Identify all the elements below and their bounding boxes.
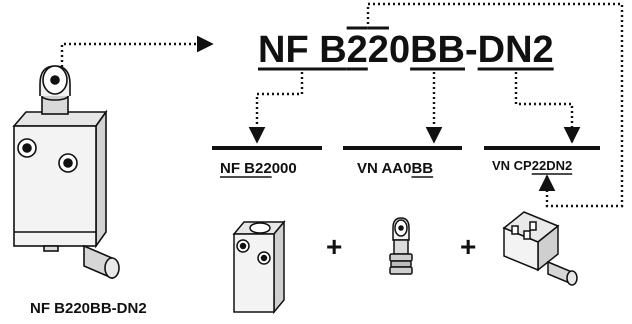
main-code-segment: - bbox=[465, 29, 478, 71]
assembled-switch-illustration bbox=[12, 65, 120, 280]
component-code-segment: 000 bbox=[272, 160, 297, 177]
main-code-segment: 0 bbox=[389, 29, 410, 71]
component-code-segment: NF B22 bbox=[220, 160, 272, 177]
component-code-segment: BB bbox=[411, 160, 433, 177]
main-code-segment: 2 bbox=[368, 29, 389, 71]
main-code-markings bbox=[258, 26, 554, 71]
component-code-connector: VN CP22DN2 bbox=[492, 158, 572, 173]
overline-to-connector-arrow bbox=[366, 2, 624, 208]
plus-sign-2: + bbox=[460, 231, 476, 262]
main-code-segment: BB bbox=[410, 29, 465, 71]
switch-body-illustration bbox=[232, 219, 286, 315]
connector-illustration bbox=[502, 211, 578, 286]
component-code-body: NF B22000 bbox=[220, 160, 297, 177]
main-code-segment: DN2 bbox=[478, 29, 554, 71]
plus-sign-1: + bbox=[326, 231, 342, 262]
code-to-connector-arrow bbox=[514, 72, 581, 144]
product-caption: NF B220BB-DN2 bbox=[30, 300, 147, 317]
component-code-head: VN AA0BB bbox=[357, 160, 433, 177]
main-code-segment: 2 bbox=[347, 29, 368, 71]
main-product-code: NF B220BB-DN2 bbox=[258, 29, 554, 71]
component-code-segment: 22DN2 bbox=[532, 158, 572, 173]
component-code-segment: VN CP bbox=[492, 158, 532, 173]
main-code-segment: NF B bbox=[258, 29, 347, 71]
component-code-underlines bbox=[220, 173, 573, 178]
component-code-segment: VN AA0 bbox=[357, 160, 411, 177]
roller-head-illustration bbox=[389, 217, 413, 275]
code-to-body-arrow bbox=[248, 72, 304, 144]
product-to-code-arrow bbox=[60, 35, 214, 112]
